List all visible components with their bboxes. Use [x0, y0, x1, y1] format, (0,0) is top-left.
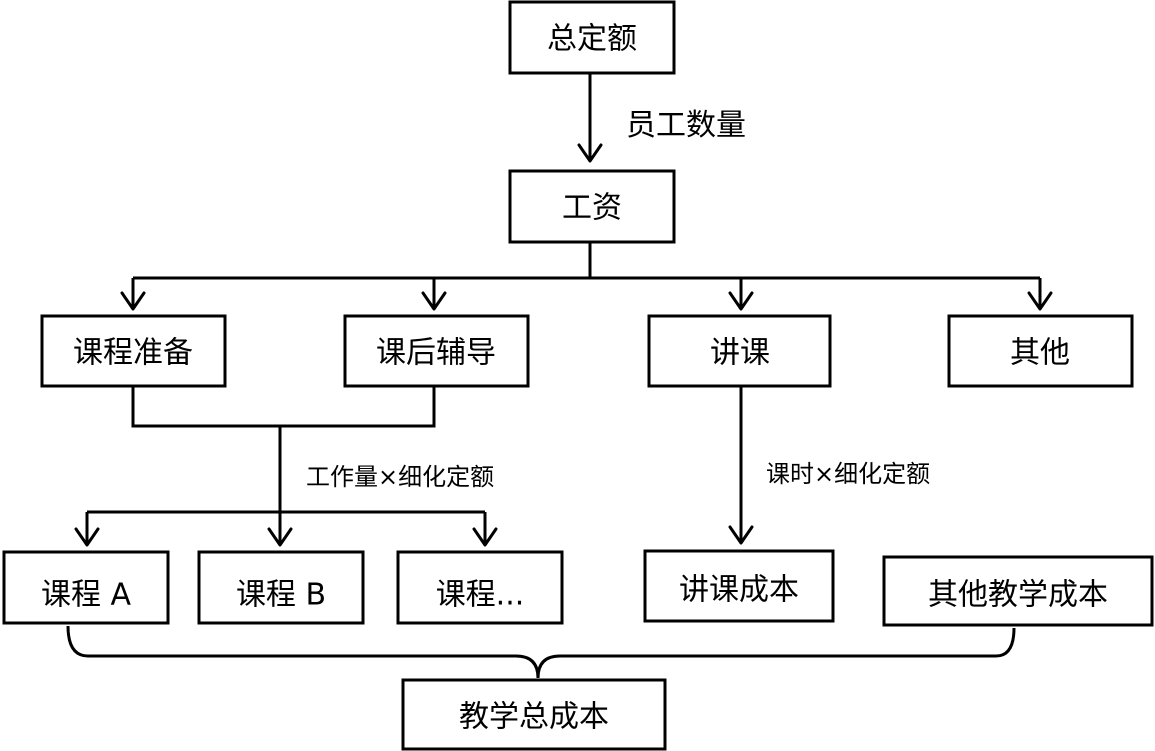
node-other: 其他: [947, 314, 1134, 388]
node-label-lecture-cost: 讲课成本: [679, 573, 799, 608]
node-course-b: 课程 B: [197, 550, 365, 625]
node-label-total-quota: 总定额: [547, 22, 637, 57]
node-label-other-teaching-cost: 其他教学成本: [928, 578, 1108, 613]
node-label-course-a: 课程 A: [41, 578, 132, 613]
node-after-class-tutoring: 课后辅导: [343, 314, 530, 388]
arrowhead-course-more: [472, 527, 498, 547]
node-total-teaching-cost: 教学总成本: [401, 678, 667, 751]
node-label-wages: 工资: [562, 191, 622, 226]
edge-label-hours-quota: 课时×细化定额: [766, 460, 930, 488]
edge-label-employee-count: 员工数量: [626, 108, 746, 143]
arrowhead-course-b: [267, 527, 293, 547]
node-total-quota: 总定额: [508, 0, 676, 75]
arrowhead-course-prep: [120, 291, 146, 311]
node-label-after-class-tutoring: 课后辅导: [376, 336, 496, 371]
arrowhead-other: [1027, 291, 1053, 311]
node-lecture-cost: 讲课成本: [643, 549, 835, 623]
node-label-lecturing: 讲课: [710, 336, 770, 371]
edge-prep-tutoring-merge: [131, 386, 436, 428]
node-label-course-prep: 课程准备: [73, 336, 193, 371]
connectors: [66, 74, 1053, 679]
node-label-total-teaching-cost: 教学总成本: [459, 700, 609, 735]
arrowhead-wages: [577, 143, 603, 163]
node-course-a: 课程 A: [2, 550, 170, 625]
edge-bottom-brace: [66, 625, 1016, 679]
arrowhead-course-a: [74, 527, 100, 547]
node-label-course-more: 课程...: [436, 578, 525, 613]
node-other-teaching-cost: 其他教学成本: [882, 555, 1154, 627]
node-course-more: 课程...: [396, 550, 564, 625]
edge-label-workload-quota: 工作量×细化定额: [306, 463, 494, 491]
node-lecturing: 讲课: [647, 314, 832, 388]
node-course-prep: 课程准备: [40, 314, 227, 388]
arrowhead-lecture-cost: [728, 525, 754, 545]
node-label-course-b: 课程 B: [236, 578, 326, 613]
node-wages: 工资: [508, 169, 676, 244]
node-label-other: 其他: [1010, 336, 1070, 371]
arrowhead-after-class-tutoring: [421, 291, 447, 311]
arrowhead-lecturing: [728, 291, 754, 311]
